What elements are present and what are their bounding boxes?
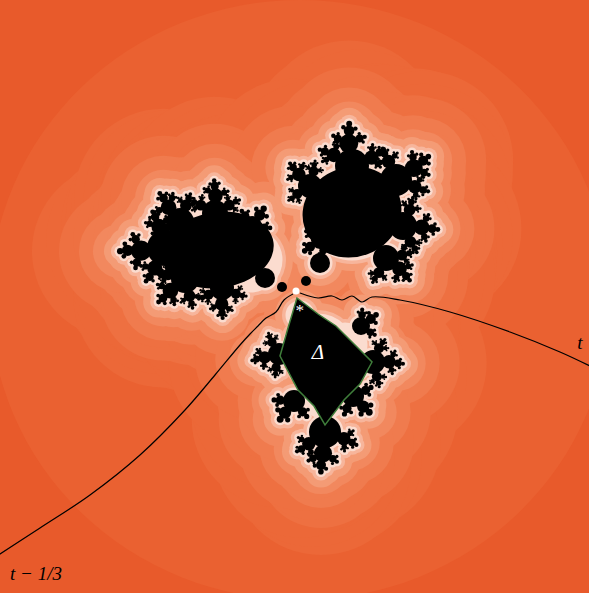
level-set-disc bbox=[268, 128, 436, 296]
level-set bbox=[104, 108, 453, 488]
level-set-disc bbox=[282, 142, 422, 282]
level-set-disc bbox=[215, 310, 231, 326]
level-sets bbox=[32, 40, 521, 555]
level-set bbox=[93, 101, 460, 494]
level-set bbox=[79, 87, 474, 508]
level-set bbox=[32, 40, 521, 555]
level-set-disc bbox=[104, 235, 136, 267]
level-set bbox=[111, 115, 446, 481]
level-set-disc bbox=[305, 456, 337, 488]
level-set bbox=[114, 118, 442, 477]
level-set-disc bbox=[248, 108, 456, 316]
level-set bbox=[59, 67, 494, 528]
